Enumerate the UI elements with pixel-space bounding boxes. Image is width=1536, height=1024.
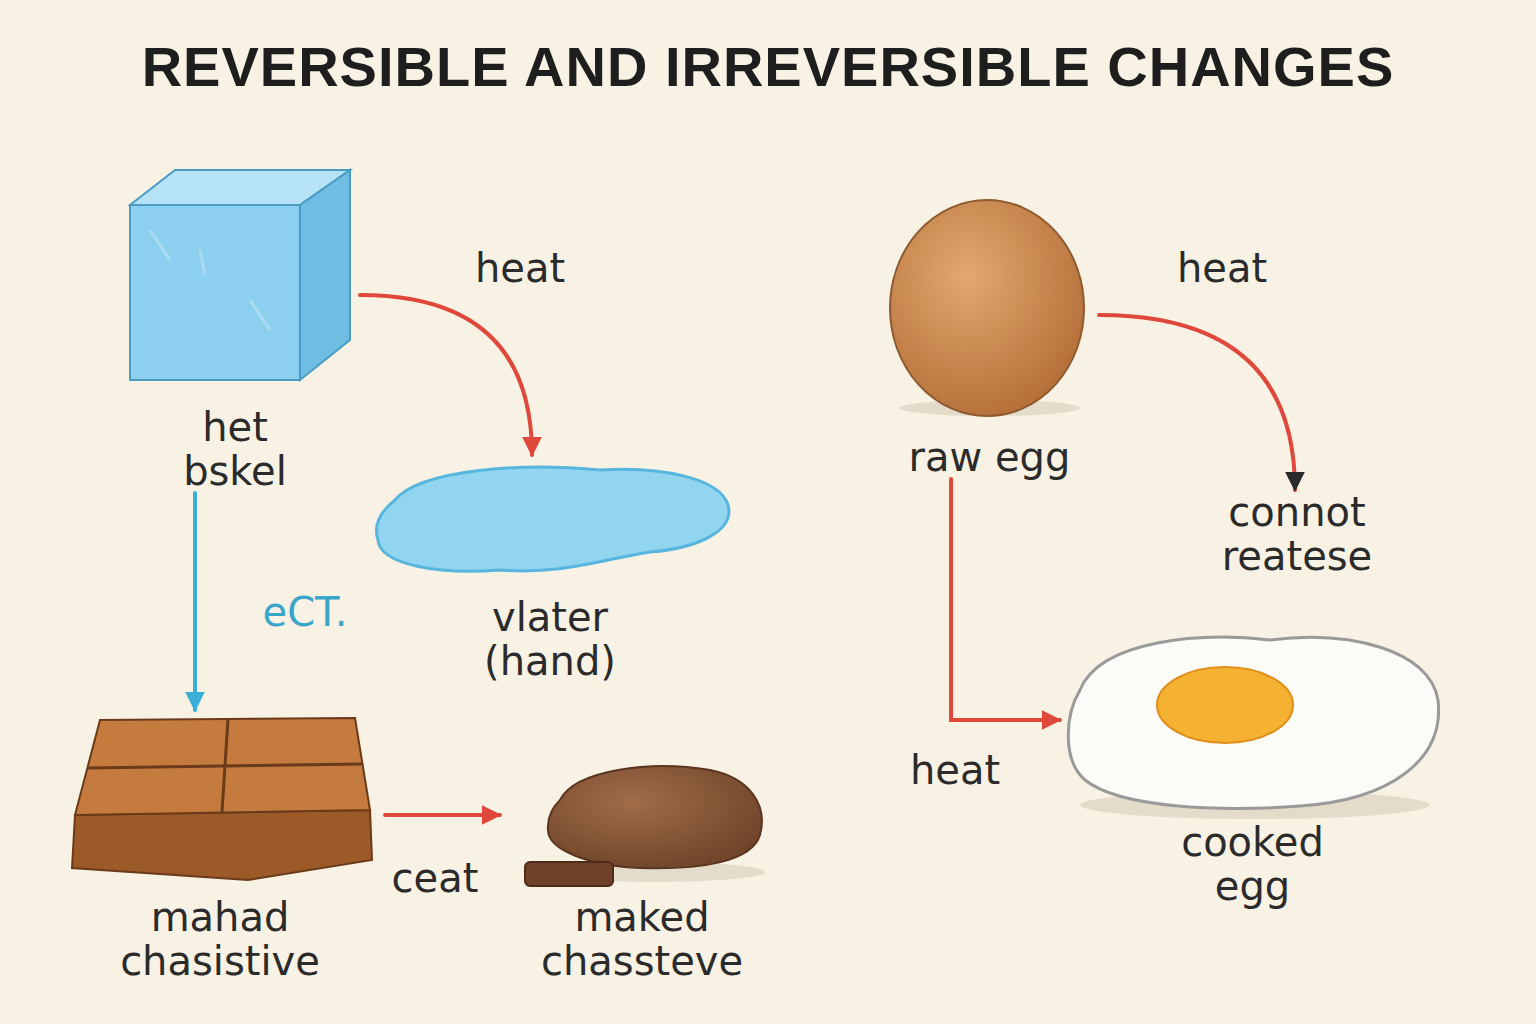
ice-cube (130, 170, 350, 380)
change-arrow (1099, 315, 1295, 490)
change-arrow (951, 479, 1060, 720)
chocolate-block (72, 718, 372, 880)
illustration-node: mahad chasistive (55, 710, 385, 983)
change-arrow (360, 295, 532, 455)
arrow-label: heat (1173, 246, 1271, 290)
item-label: mahad chasistive (65, 895, 375, 983)
illustration-node: connot reatese (1180, 490, 1414, 578)
cube-front (130, 205, 300, 380)
cooked-egg (1068, 637, 1438, 819)
item-label: connot reatese (1182, 490, 1412, 578)
block-top (75, 718, 370, 815)
item-label: maked chassteve (502, 895, 782, 983)
egg-shell (890, 200, 1084, 416)
egg-white (1068, 637, 1438, 808)
illustration-node: cooked egg (1060, 625, 1445, 908)
cube-sheen (150, 230, 270, 330)
item-label: raw egg (882, 435, 1097, 479)
egg-yolk (1157, 667, 1293, 743)
arrow-label: eCT. (259, 590, 352, 634)
change-arrow (385, 813, 500, 817)
arrow-label: heat (471, 246, 569, 290)
item-label: vlater (hand) (420, 595, 680, 683)
cube-side (300, 170, 350, 380)
block-front (72, 810, 372, 880)
raw-egg (890, 200, 1084, 416)
water-puddle (376, 467, 728, 571)
illustration-node: maked chassteve (500, 760, 784, 983)
lump-body (548, 766, 762, 868)
chocolate-lump (525, 766, 765, 886)
illustration-node: het bskel (110, 165, 360, 493)
illustration-node: raw egg (880, 195, 1099, 479)
illustration-node: vlater (hand) (370, 455, 730, 683)
item-label: cooked egg (1138, 820, 1368, 908)
arrow-label: ceat (388, 856, 483, 900)
item-label: het bskel (150, 405, 320, 493)
diagram-title: REVERSIBLE AND IRREVERSIBLE CHANGES (0, 34, 1536, 99)
lump-piece (525, 862, 613, 886)
change-arrow (193, 493, 197, 710)
arrow-label: heat (906, 748, 1004, 792)
block-grooves (88, 719, 362, 812)
